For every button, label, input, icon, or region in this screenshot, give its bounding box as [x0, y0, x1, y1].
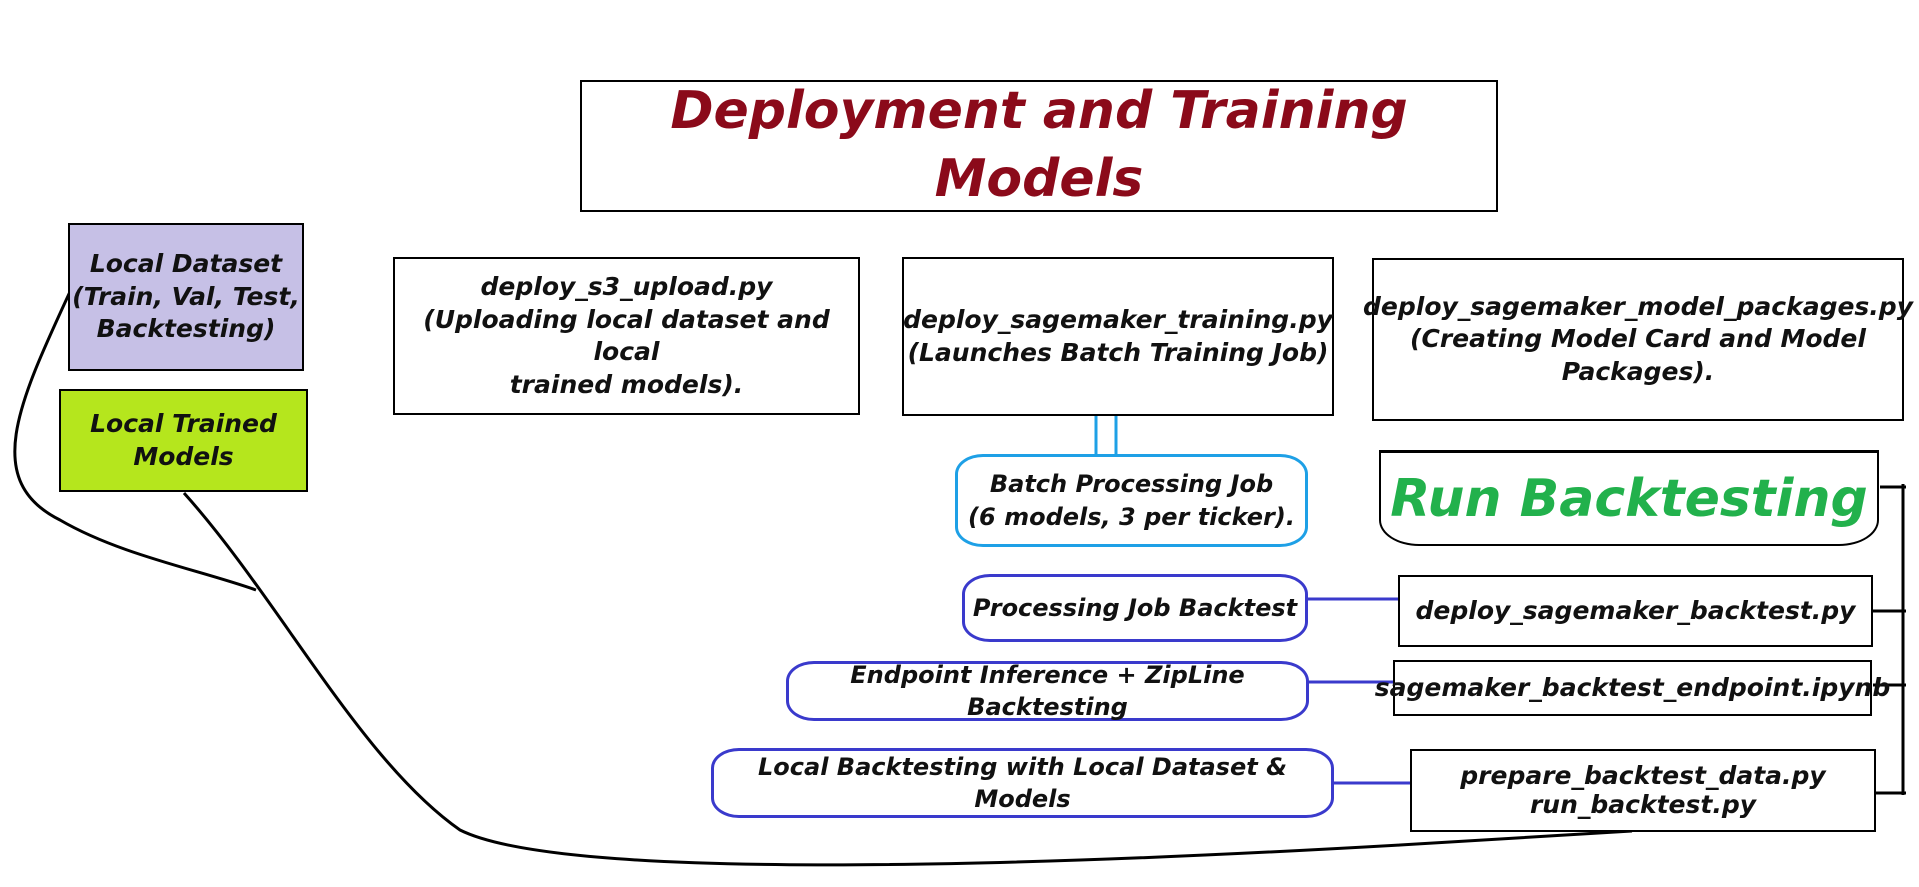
title-text: Deployment and Training Models	[670, 81, 1408, 209]
local-trained-models-box: Local Trained Models	[59, 389, 308, 492]
dataset-curve	[13, 282, 257, 592]
sagemaker-training-label: deploy_sagemaker_training.py (Launches B…	[903, 305, 1333, 367]
s3-upload-label: deploy_s3_upload.py (Uploading local dat…	[423, 272, 830, 399]
sagemaker-training-box: deploy_sagemaker_training.py (Launches B…	[902, 257, 1334, 416]
page-title: Deployment and Training Models	[580, 80, 1498, 212]
run-backtesting-box: Run Backtesting	[1379, 450, 1879, 546]
local-dataset-box: Local Dataset (Train, Val, Test, Backtes…	[68, 223, 304, 371]
endpoint-inference-backtest: Endpoint Inference + ZipLine Backtesting	[786, 661, 1309, 721]
processing-job-backtest-label: Processing Job Backtest	[972, 593, 1298, 622]
backtest-endpoint-notebook-box: sagemaker_backtest_endpoint.ipynb	[1375, 660, 1890, 716]
run-backtesting-label: Run Backtesting	[1390, 468, 1868, 529]
models-curve	[182, 491, 1633, 867]
model-packages-label: deploy_sagemaker_model_packages.py (Crea…	[1363, 291, 1913, 386]
batch-processing-job-label: Batch Processing Job (6 models, 3 per ti…	[968, 470, 1295, 531]
local-backtesting: Local Backtesting with Local Dataset & M…	[711, 748, 1334, 818]
model-packages-box: deploy_sagemaker_model_packages.py (Crea…	[1363, 258, 1913, 421]
s3-upload-box: deploy_s3_upload.py (Uploading local dat…	[393, 257, 860, 415]
backtest-script-box: deploy_sagemaker_backtest.py	[1398, 575, 1873, 647]
processing-job-backtest: Processing Job Backtest	[962, 574, 1308, 642]
backtest-script-label: deploy_sagemaker_backtest.py	[1415, 595, 1856, 625]
local-backtest-scripts-label: prepare_backtest_data.py run_backtest.py	[1460, 760, 1826, 819]
local-dataset-label: Local Dataset (Train, Val, Test, Backtes…	[72, 249, 300, 344]
backtest-endpoint-notebook-label: sagemaker_backtest_endpoint.ipynb	[1374, 672, 1891, 702]
local-trained-models-label: Local Trained Models	[90, 409, 277, 471]
endpoint-inference-backtest-label: Endpoint Inference + ZipLine Backtesting	[850, 660, 1245, 721]
batch-processing-job: Batch Processing Job (6 models, 3 per ti…	[955, 454, 1308, 547]
local-backtest-scripts-box: prepare_backtest_data.py run_backtest.py	[1410, 749, 1876, 832]
local-backtesting-label: Local Backtesting with Local Dataset & M…	[757, 752, 1288, 813]
